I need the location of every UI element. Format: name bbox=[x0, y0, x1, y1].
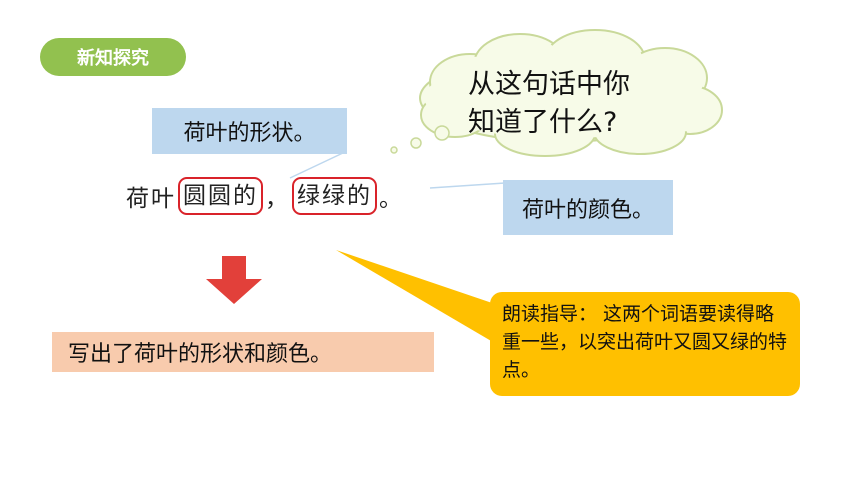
sentence-prefix: 荷叶 bbox=[126, 186, 176, 212]
highlight-word-green: 绿绿的 bbox=[292, 177, 377, 215]
summary-box: 写出了荷叶的形状和颜色。 bbox=[52, 332, 434, 372]
sentence-comma: ， bbox=[265, 186, 290, 212]
cloud-line-2: 知道了什么? bbox=[468, 107, 618, 138]
thought-cloud-text: 从这句话中你 知道了什么? bbox=[468, 66, 698, 142]
sentence-period: 。 bbox=[379, 186, 404, 212]
color-connector bbox=[429, 182, 506, 189]
color-label: 荷叶的颜色。 bbox=[503, 180, 673, 235]
callout-pointer bbox=[336, 250, 498, 345]
highlight-word-round: 圆圆的 bbox=[178, 177, 263, 215]
cloud-line-1: 从这句话中你 bbox=[468, 69, 630, 100]
example-sentence: 荷叶 圆圆的 ， 绿绿的 。 bbox=[126, 176, 404, 216]
section-badge: 新知探究 bbox=[40, 38, 186, 76]
shape-connector bbox=[289, 151, 346, 179]
reading-guide-callout: 朗读指导： 这两个词语要读得略重一些，以突出荷叶又圆又绿的特点。 bbox=[490, 292, 800, 396]
thought-bubbles bbox=[390, 125, 450, 154]
down-arrow-icon bbox=[206, 256, 262, 304]
shape-label: 荷叶的形状。 bbox=[152, 108, 347, 154]
